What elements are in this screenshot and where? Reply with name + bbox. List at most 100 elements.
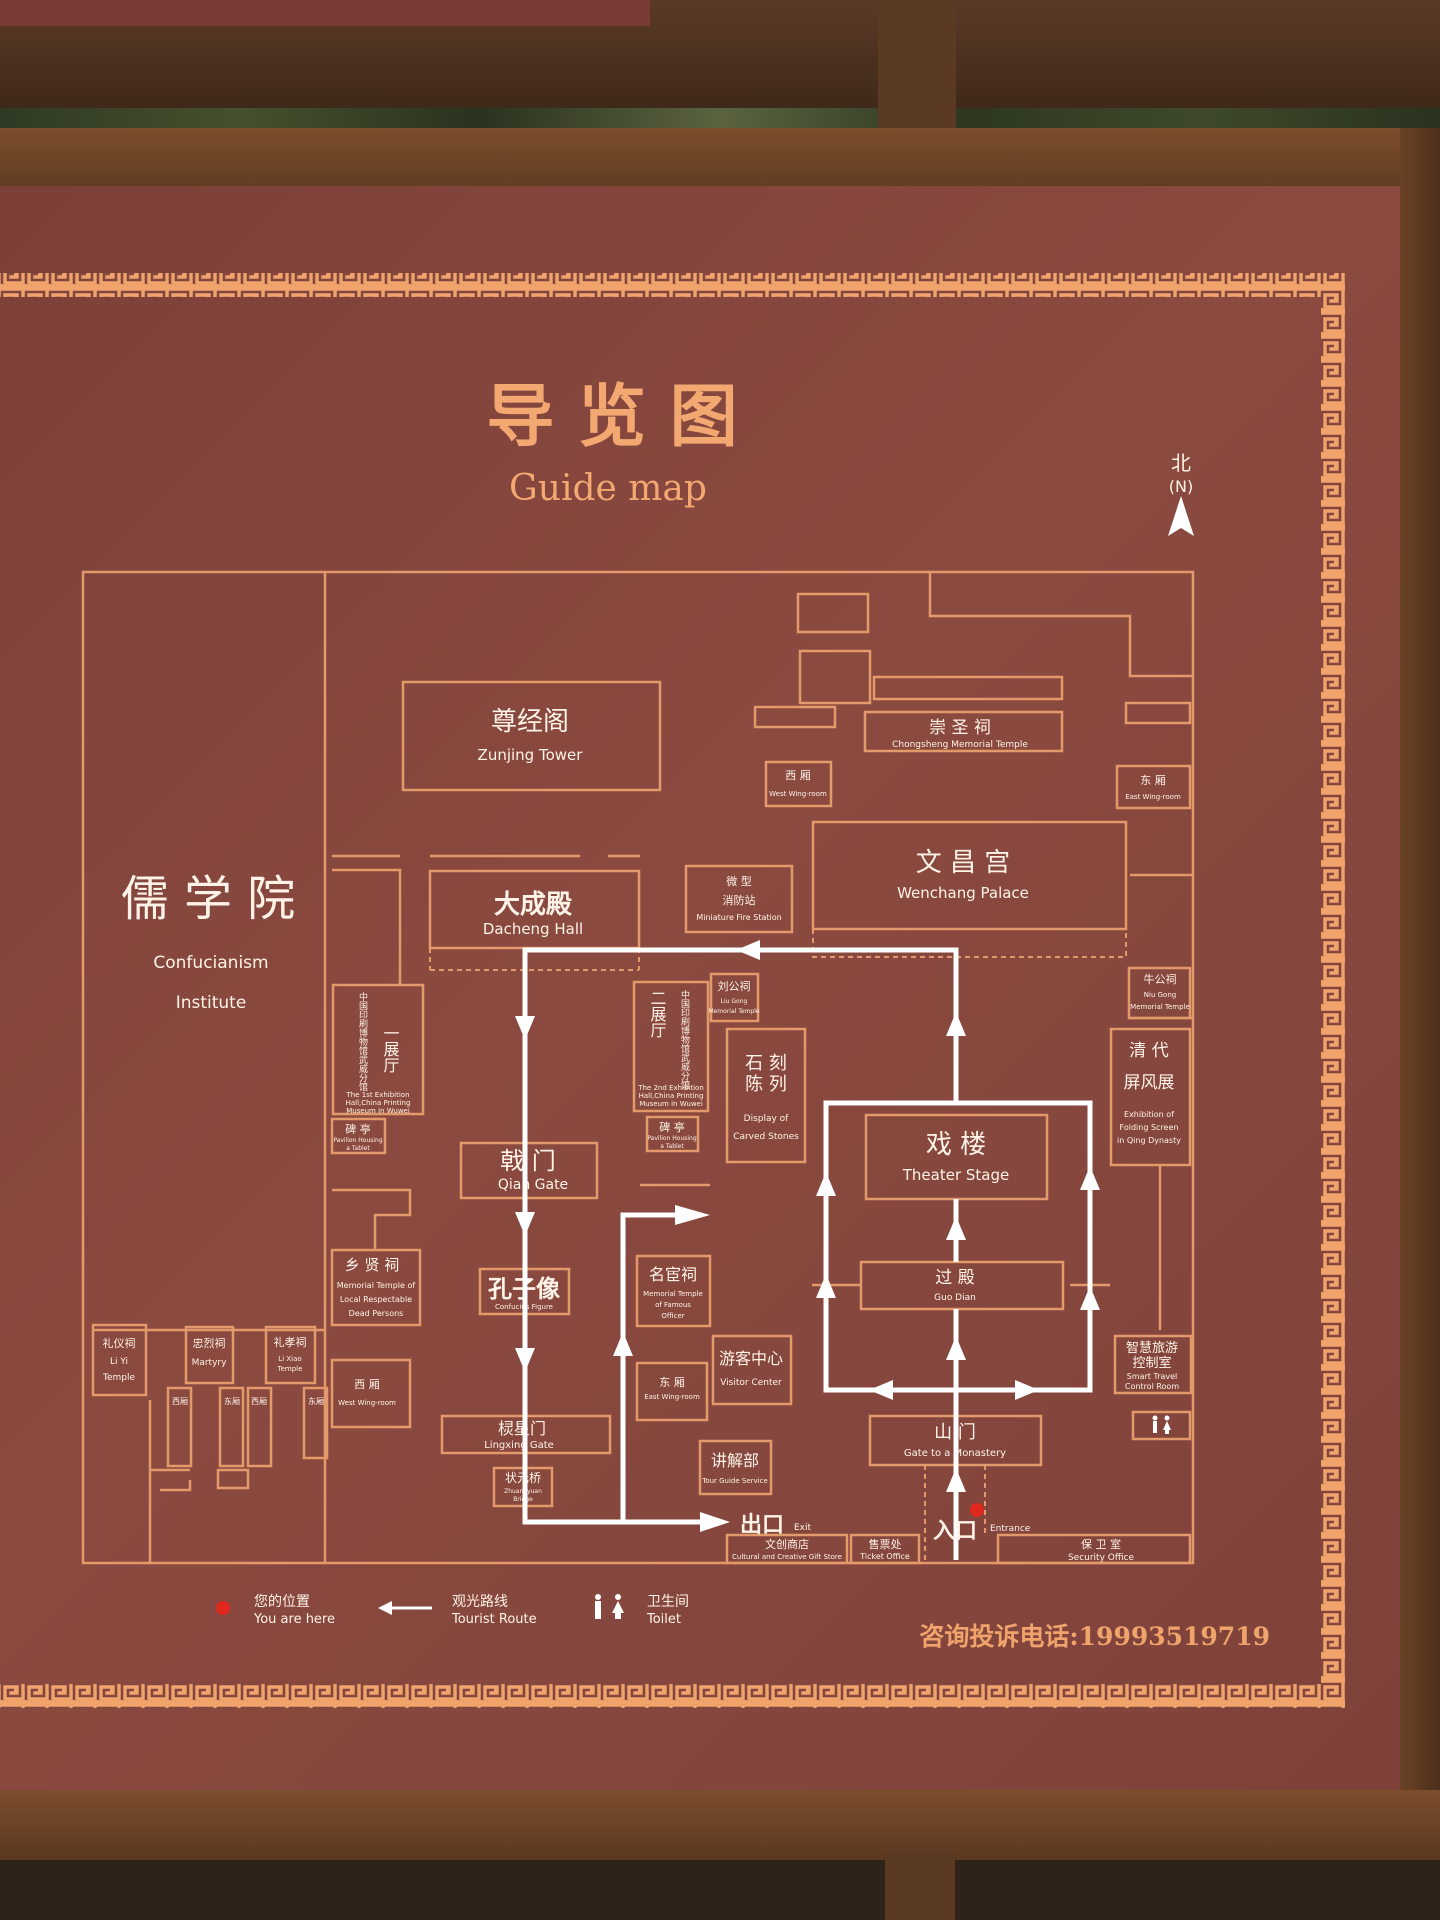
svg-text:Guo Dian: Guo Dian	[934, 1293, 976, 1303]
svg-text:Exit: Exit	[794, 1523, 812, 1533]
svg-text:Tour Guide Service: Tour Guide Service	[701, 1477, 768, 1485]
svg-text:Pavilion Housing: Pavilion Housing	[333, 1137, 383, 1144]
svg-text:Dead Persons: Dead Persons	[349, 1309, 404, 1318]
small-wing-rooms: 西厢 东厢 西厢 东厢	[166, 1386, 329, 1468]
building-smart-travel[interactable]: 智慧旅游 控制室 Smart Travel Control Room	[1113, 1334, 1193, 1395]
svg-text:Cultural and Creative Gift Sto: Cultural and Creative Gift Store	[732, 1553, 842, 1561]
svg-text:Toilet: Toilet	[646, 1612, 681, 1627]
small-building	[753, 705, 837, 729]
svg-text:West Wing-room: West Wing-room	[769, 790, 827, 798]
building-west-wing-top[interactable]: 西 厢 West Wing-room	[764, 760, 833, 808]
svg-text:Temple: Temple	[102, 1373, 135, 1383]
svg-text:Hall,China Printing: Hall,China Printing	[639, 1092, 704, 1100]
svg-text:Chongsheng Memorial Temple: Chongsheng Memorial Temple	[892, 740, 1028, 750]
north-arrow: 北 (N)	[1168, 451, 1194, 536]
svg-text:West Wing-room: West Wing-room	[338, 1399, 396, 1407]
exit-label[interactable]: 出口 Exit	[740, 1513, 812, 1538]
svg-text:Lingxing Gate: Lingxing Gate	[484, 1440, 554, 1451]
svg-text:Niu Gong: Niu Gong	[1144, 991, 1176, 999]
svg-text:Dacheng Hall: Dacheng Hall	[483, 920, 583, 938]
building-chongsheng[interactable]: 崇 圣 祠 Chongsheng Memorial Temple	[863, 710, 1064, 753]
building-niugong[interactable]: 牛公祠 Niu Gong Memorial Temple	[1127, 966, 1192, 1020]
svg-text:出口: 出口	[740, 1513, 784, 1538]
svg-text:Museum in Wuwei: Museum in Wuwei	[346, 1107, 410, 1115]
svg-text:棂星门: 棂星门	[498, 1419, 546, 1438]
building-west-wing-low[interactable]: 西 厢 West Wing-room	[330, 1358, 412, 1429]
north-arrow-icon	[1168, 496, 1194, 536]
building-dacheng[interactable]: 大成殿 Dacheng Hall	[428, 869, 641, 971]
building-qian-gate[interactable]: 戟 门 Qian Gate	[459, 1141, 599, 1200]
you-are-here-marker	[970, 1503, 984, 1517]
svg-text:游客中心: 游客中心	[719, 1349, 783, 1368]
svg-text:Museum in Wuwei: Museum in Wuwei	[639, 1100, 703, 1108]
building-security-office[interactable]: 保 卫 室 Security Office	[996, 1533, 1192, 1565]
toilet-legend-icon	[595, 1594, 624, 1619]
svg-text:Control Room: Control Room	[1125, 1382, 1179, 1391]
svg-text:Visitor Center: Visitor Center	[720, 1378, 782, 1388]
svg-text:文 昌 宫: 文 昌 宫	[916, 848, 1011, 878]
svg-text:东厢: 东厢	[308, 1396, 324, 1406]
svg-text:西厢: 西厢	[251, 1397, 267, 1406]
building-east-wing-low[interactable]: 东 厢 East Wing-room	[635, 1361, 709, 1422]
svg-text:讲解部: 讲解部	[711, 1451, 759, 1470]
svg-text:戟 门: 戟 门	[500, 1147, 556, 1175]
building-tour-guide[interactable]: 讲解部 Tour Guide Service	[698, 1439, 773, 1496]
svg-text:卫生间: 卫生间	[647, 1594, 689, 1610]
svg-text:忠烈祠: 忠烈祠	[193, 1336, 226, 1350]
svg-text:Display of: Display of	[744, 1114, 790, 1124]
building-zhonglie[interactable]: 忠烈祠 Martyry	[184, 1325, 235, 1385]
building-xiangxian[interactable]: 乡 贤 祠 Memorial Temple of Local Respectab…	[330, 1248, 422, 1327]
svg-text:East Wing-room: East Wing-room	[644, 1393, 700, 1401]
toilet-marker[interactable]	[1131, 1410, 1192, 1441]
building-fire-station[interactable]: 微 型 消防站 Miniature Fire Station	[684, 864, 794, 934]
building-ticket-office[interactable]: 售票处 Ticket Office	[849, 1533, 921, 1565]
svg-text:of Famous: of Famous	[655, 1301, 691, 1309]
svg-text:Liu Gong: Liu Gong	[721, 998, 748, 1005]
svg-text:Miniature Fire Station: Miniature Fire Station	[696, 913, 781, 922]
building-mingguan[interactable]: 名宦祠 Memorial Temple of Famous Officer	[635, 1254, 712, 1328]
building-east-wing-top[interactable]: 东 厢 East Wing-room	[1115, 764, 1192, 810]
svg-text:Smart Travel: Smart Travel	[1127, 1372, 1178, 1381]
svg-text:保 卫 室: 保 卫 室	[1081, 1537, 1121, 1551]
tourist-route	[515, 940, 1100, 1560]
svg-text:石 刻: 石 刻	[745, 1053, 787, 1074]
frame-right	[1400, 128, 1440, 1848]
svg-text:Temple: Temple	[277, 1365, 303, 1373]
svg-text:崇 圣 祠: 崇 圣 祠	[929, 718, 991, 738]
building-lixiao[interactable]: 礼孝祠 Li Xiao Temple	[264, 1325, 317, 1385]
svg-text:Li Xiao: Li Xiao	[278, 1355, 301, 1363]
complaint-hotline: 咨询投诉电话:19993519719	[919, 1622, 1270, 1651]
building-liugong[interactable]: 刘公祠 Liu Gong Memorial Temple	[708, 972, 760, 1023]
building-gift-store[interactable]: 文创商店 Cultural and Creative Gift Store	[725, 1533, 849, 1565]
svg-text:牛公祠: 牛公祠	[1144, 972, 1177, 986]
svg-text:Wenchang Palace: Wenchang Palace	[897, 884, 1029, 902]
frame-top	[0, 128, 1440, 196]
svg-text:Officer: Officer	[661, 1312, 684, 1320]
svg-text:智慧旅游: 智慧旅游	[1126, 1340, 1178, 1356]
building-visitor-center[interactable]: 游客中心 Visitor Center	[711, 1334, 793, 1406]
building-wenchang[interactable]: 文 昌 宫 Wenchang Palace	[811, 820, 1128, 958]
entrance-label[interactable]: 入口 Entrance	[933, 1519, 1031, 1544]
frame-bottom	[0, 1790, 1440, 1860]
title-en: Guide map	[509, 468, 707, 509]
svg-text:碑 亭: 碑 亭	[659, 1120, 685, 1134]
building-guo-dian[interactable]: 过 殿 Guo Dian	[859, 1260, 1065, 1311]
svg-text:Memorial Temple: Memorial Temple	[708, 1008, 759, 1015]
building-pavilion-2[interactable]: 碑 亭 Pavilion Housing a Tablet	[645, 1115, 700, 1153]
svg-text:戏 楼: 戏 楼	[926, 1130, 986, 1160]
building-zunjing[interactable]: 尊经阁 Zunjing Tower	[401, 680, 662, 792]
building-exhibit-hall-1[interactable]: 中国印刷博物馆武威分馆 一展厅 The 1st Exhibition Hall,…	[331, 983, 425, 1116]
svg-text:屏风展: 屏风展	[1124, 1073, 1175, 1093]
building-confucianism-institute[interactable]: 儒 学 院 Confucianism Institute	[121, 871, 296, 1013]
building-pavilion-1[interactable]: 碑 亭 Pavilion Housing a Tablet	[330, 1117, 387, 1155]
svg-text:a Tablet: a Tablet	[346, 1145, 370, 1152]
building-liyi[interactable]: 礼仪祠 Li Yi Temple	[91, 1323, 148, 1397]
building-carved-stones[interactable]: 石 刻 陈 列 Display of Carved Stones	[725, 1027, 807, 1164]
svg-text:Hall,China Printing: Hall,China Printing	[346, 1099, 411, 1107]
building-exhibit-hall-2[interactable]: 二展厅 中国印刷博物馆武威分馆 The 2nd Exhibition Hall,…	[632, 980, 710, 1113]
svg-text:陈 列: 陈 列	[745, 1074, 787, 1095]
svg-text:名宦祠: 名宦祠	[649, 1265, 697, 1284]
building-qing-dynasty-screens[interactable]: 清 代 屏风展 Exhibition of Folding Screen in …	[1109, 1027, 1192, 1167]
building-theater-stage[interactable]: 戏 楼 Theater Stage	[864, 1113, 1049, 1201]
